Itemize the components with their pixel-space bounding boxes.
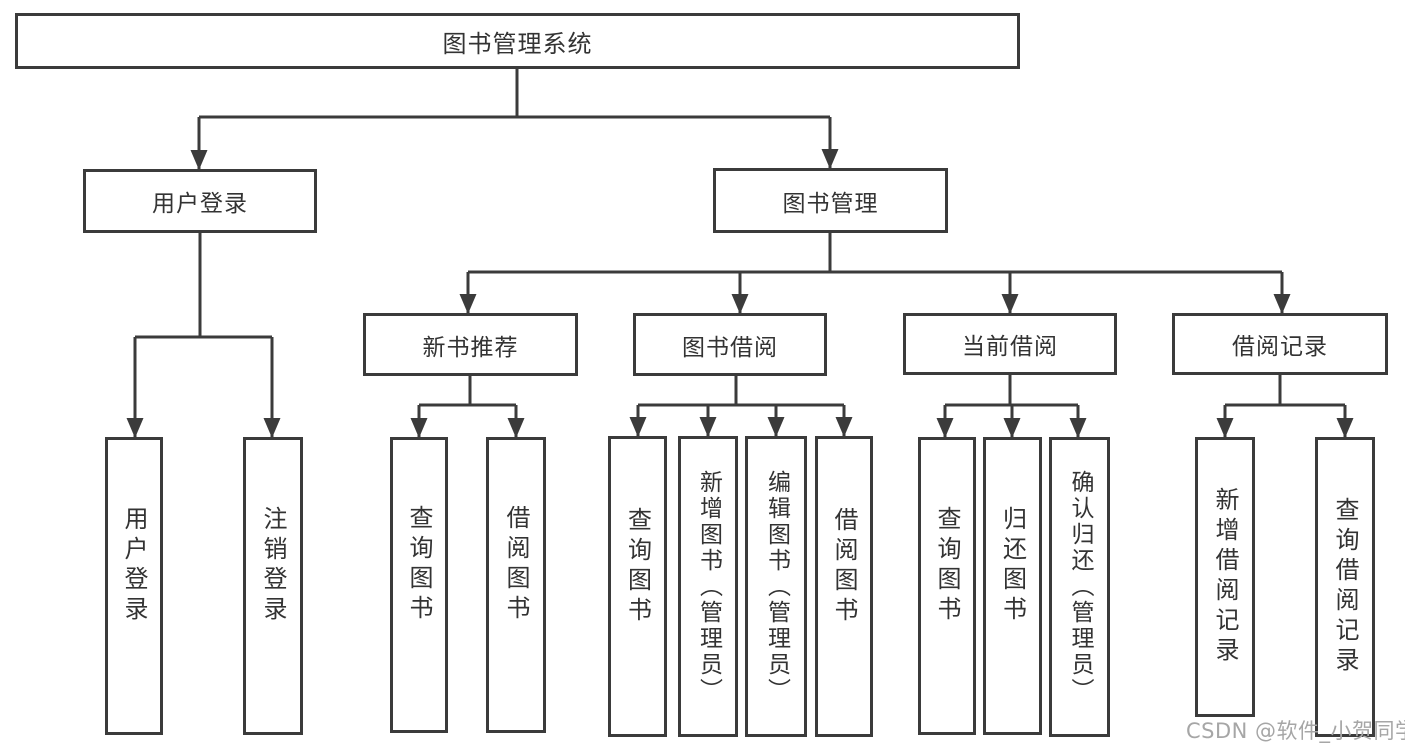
leaf-query-book-current: 查询图书 <box>918 437 976 735</box>
node-current-borrowing: 当前借阅 <box>903 313 1117 375</box>
node-borrowing-records: 借阅记录 <box>1172 313 1388 375</box>
leaf-query-book-recommend: 查询图书 <box>390 437 448 733</box>
leaf-borrow-book-borrowing: 借阅图书 <box>815 436 873 737</box>
leaf-user-login: 用户登录 <box>105 437 163 735</box>
node-user-login: 用户登录 <box>83 169 317 233</box>
node-book-borrowing: 图书借阅 <box>633 313 827 376</box>
node-book-management: 图书管理 <box>713 168 948 233</box>
leaf-confirm-return-admin: 确认归还（管理员） <box>1049 437 1110 737</box>
leaf-return-book: 归还图书 <box>983 437 1042 735</box>
leaf-add-borrow-record: 新增借阅记录 <box>1195 437 1255 717</box>
leaf-borrow-book-recommend: 借阅图书 <box>486 437 546 733</box>
leaf-query-book-borrowing: 查询图书 <box>608 436 667 737</box>
watermark: CSDN @软件_小贺同学 <box>1186 719 1405 743</box>
node-new-book-recommend: 新书推荐 <box>363 313 578 376</box>
leaf-logout-login: 注销登录 <box>243 437 303 735</box>
leaf-edit-book-admin: 编辑图书（管理员） <box>745 436 807 737</box>
leaf-query-borrow-record: 查询借阅记录 <box>1315 437 1375 737</box>
node-library-system: 图书管理系统 <box>15 13 1020 69</box>
leaf-add-book-admin: 新增图书（管理员） <box>678 436 738 737</box>
